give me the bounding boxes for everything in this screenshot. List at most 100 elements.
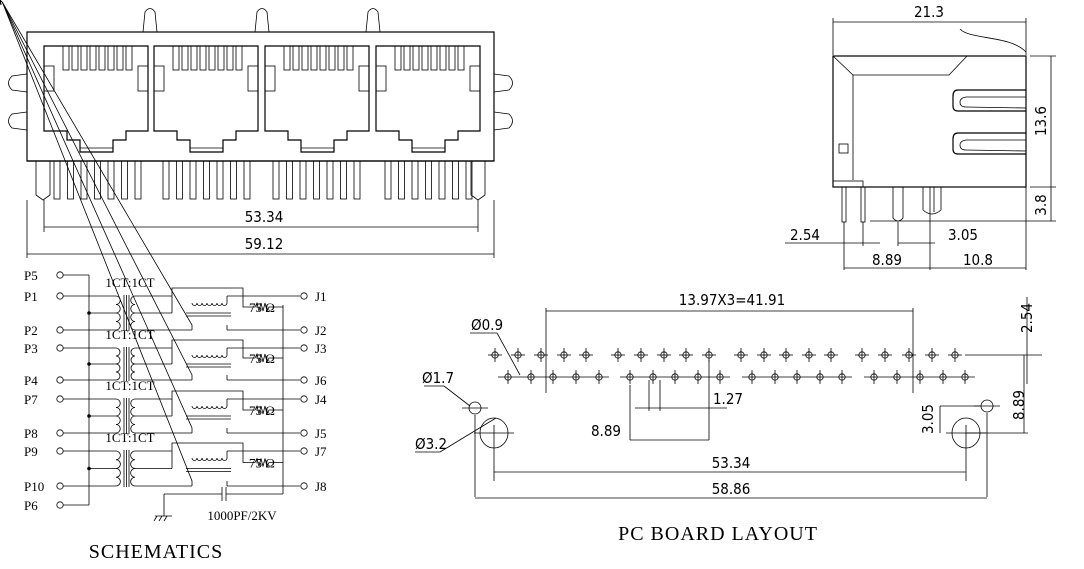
rj45-port-4 [375,45,481,153]
right-pin-j8: J8 [315,479,327,494]
pin [230,160,237,200]
terminal-p1 [56,292,64,300]
right-pin-j3: J3 [315,341,327,356]
ratio-label: 1CT:1CT [105,378,154,393]
pin [313,160,320,200]
pin [203,160,210,200]
secondary-winding [130,347,136,381]
front-dim-53-34: 53.34 [245,208,284,226]
contact [394,45,402,71]
side-dim-height: 13.6 [1032,106,1050,136]
terminal-p8 [56,429,64,437]
contact [283,45,291,71]
pcb-dim-hole-large: Ø3.2 [415,435,447,453]
leader-0-9 [496,332,521,376]
contact [328,45,336,71]
pin [299,160,307,200]
pin [53,160,61,200]
rj45-port-3 [264,45,370,153]
resistor-75-ohm [251,457,283,468]
housing-outline [26,31,495,162]
pin [134,160,142,200]
left-pin-p1: P1 [24,289,38,304]
terminal-p2 [56,326,64,334]
side-dim-span-b: 10.8 [963,251,993,269]
terminal-p7 [56,395,64,403]
primary-winding [115,398,121,434]
choke-winding-top [191,302,228,306]
contact [319,45,327,71]
junction-dot [87,362,91,366]
pcb-dim-pin-pitch: 1.27 [713,390,743,408]
contact [199,45,207,71]
pin [286,160,293,200]
pin [411,160,419,200]
pin [216,160,224,200]
pin [67,160,74,200]
pcb-dim-hole-mid: Ø1.7 [422,369,454,387]
contact [226,45,234,71]
terminal-p4 [56,376,64,384]
terminal-j3 [300,344,308,352]
right-pin-j5: J5 [315,426,327,441]
pin [243,160,251,200]
pin [94,160,101,200]
terminal-p10 [56,482,64,490]
pin [340,160,347,200]
right-pin-j4: J4 [315,392,327,407]
primary-winding [115,295,121,331]
terminal-p9 [56,447,64,455]
terminal-j2 [300,326,308,334]
pcb-dim-row-pitch: 2.54 [1018,303,1036,333]
resistor-75-ohm [251,352,283,364]
contact [208,45,216,71]
contact [89,45,97,71]
side-dim-offset: 3.05 [948,226,978,244]
contact [448,45,456,71]
pcb-dim-overall: 58.86 [712,480,751,498]
contact [98,45,106,71]
left-pin-p6: P6 [24,498,38,513]
choke-winding-top [191,405,228,409]
right-pin-j7: J7 [315,444,327,459]
terminal-j5 [300,429,308,437]
top-post [365,8,381,33]
terminal-j8 [300,482,308,490]
pin [121,160,128,200]
contact [412,45,420,71]
pcb-dim-post-span: 53.34 [712,454,751,472]
pcb-dim-vert-span: 8.89 [1010,390,1028,420]
left-pin-p5: P5 [24,268,38,283]
rj45-port-2 [153,45,259,153]
contact [421,45,429,71]
leader-1-7 [443,385,471,407]
capacitor-label: 1000PF/2KV [207,508,277,523]
pin [272,160,280,200]
pcb-title: PC BOARD LAYOUT [618,523,818,545]
right-pin-j1: J1 [315,289,327,304]
ground-icon-hatch [158,515,163,522]
resistor-75-ohm [251,301,283,313]
contact [217,45,225,71]
pin [189,160,197,200]
pin [176,160,183,200]
front-view [8,8,513,258]
leader-3-2 [439,417,497,453]
terminal-j1 [300,292,308,300]
junction-dot [87,311,91,315]
contact [62,45,70,71]
front-dim-59-12: 59.12 [245,235,284,253]
pin [398,160,405,200]
contact [80,45,88,71]
pin [384,160,392,200]
contact [116,45,124,71]
junction-dot [87,414,91,418]
contact [439,45,447,71]
contact [457,45,465,71]
pin [425,160,432,200]
pin [353,160,361,200]
